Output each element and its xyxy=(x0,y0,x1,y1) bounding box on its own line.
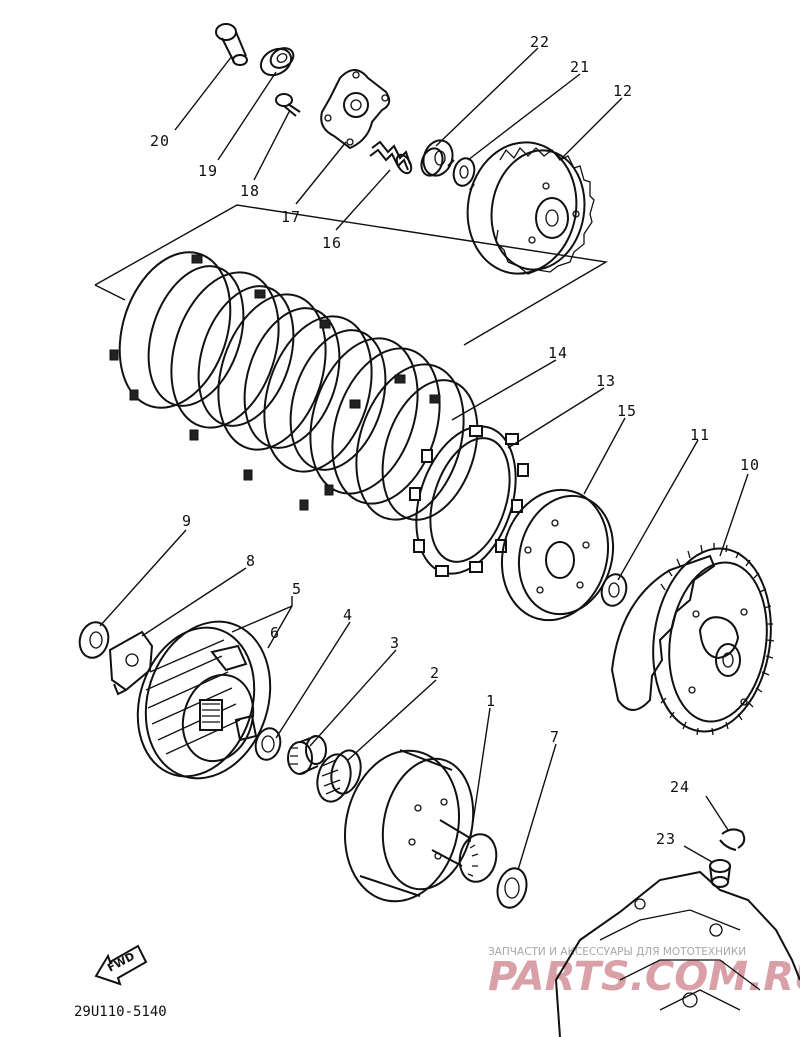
callout-16: 16 xyxy=(322,234,342,252)
callout-15: 15 xyxy=(617,402,637,420)
drawing-code: 29U110-5140 xyxy=(74,1004,167,1020)
part-12-clutch-boss xyxy=(466,141,595,275)
part-23-plug xyxy=(709,859,731,888)
part-17-pressure-plate xyxy=(320,69,391,150)
watermark-caption: ЗАПЧАСТИ И АКСЕССУАРЫ ДЛЯ МОТОТЕХНИКИ xyxy=(488,946,746,958)
part-16-spring xyxy=(369,140,413,175)
callout-4: 4 xyxy=(343,606,353,624)
part-2-needle-bearing xyxy=(316,749,362,803)
clutch-plates-stack xyxy=(109,251,479,521)
callout-24: 24 xyxy=(670,778,690,796)
part-13-friction-plate xyxy=(409,425,529,577)
callout-labels: 22 21 12 20 19 18 17 16 14 13 15 11 10 9… xyxy=(150,33,760,848)
watermark-brand: PARTS.COM.RU xyxy=(488,954,800,1000)
callout-12: 12 xyxy=(613,82,633,100)
part-3-collar xyxy=(287,735,327,775)
callout-2: 2 xyxy=(430,664,440,682)
callout-7: 7 xyxy=(550,728,560,746)
part-24-circlip xyxy=(719,828,746,851)
part-20-pin xyxy=(215,23,248,66)
callout-1: 1 xyxy=(486,692,496,710)
part-5-centrifugal-clutch xyxy=(136,620,272,780)
callout-8: 8 xyxy=(246,552,256,570)
part-19-bearing xyxy=(259,47,295,77)
part-22-washer xyxy=(420,139,454,177)
part-4-washer xyxy=(254,727,282,761)
callout-14: 14 xyxy=(548,344,568,362)
callout-19: 19 xyxy=(198,162,218,180)
callout-5: 5 xyxy=(292,580,302,598)
part-10-clutch-housing xyxy=(610,543,775,736)
part-7-washer xyxy=(496,867,528,909)
callout-10: 10 xyxy=(740,456,760,474)
part-11-washer xyxy=(600,573,628,607)
part-1-drive-drum xyxy=(343,749,498,903)
plates-group-bracket xyxy=(94,204,609,346)
crankcase-fragment xyxy=(554,870,800,1037)
callout-21: 21 xyxy=(570,58,590,76)
callout-11: 11 xyxy=(690,426,710,444)
callout-9: 9 xyxy=(182,512,192,530)
callout-3: 3 xyxy=(390,634,400,652)
callout-6: 6 xyxy=(270,624,280,642)
callout-17: 17 xyxy=(281,208,301,226)
callout-20: 20 xyxy=(150,132,170,150)
part-8-lock-plate xyxy=(108,630,154,696)
leader-lines xyxy=(99,47,749,871)
callout-13: 13 xyxy=(596,372,616,390)
callout-18: 18 xyxy=(240,182,260,200)
callout-22: 22 xyxy=(530,33,550,51)
fwd-direction-arrow: FWD xyxy=(94,944,148,986)
part-9-washer xyxy=(78,621,110,659)
callout-23: 23 xyxy=(656,830,676,848)
part-15-disc xyxy=(500,488,615,622)
